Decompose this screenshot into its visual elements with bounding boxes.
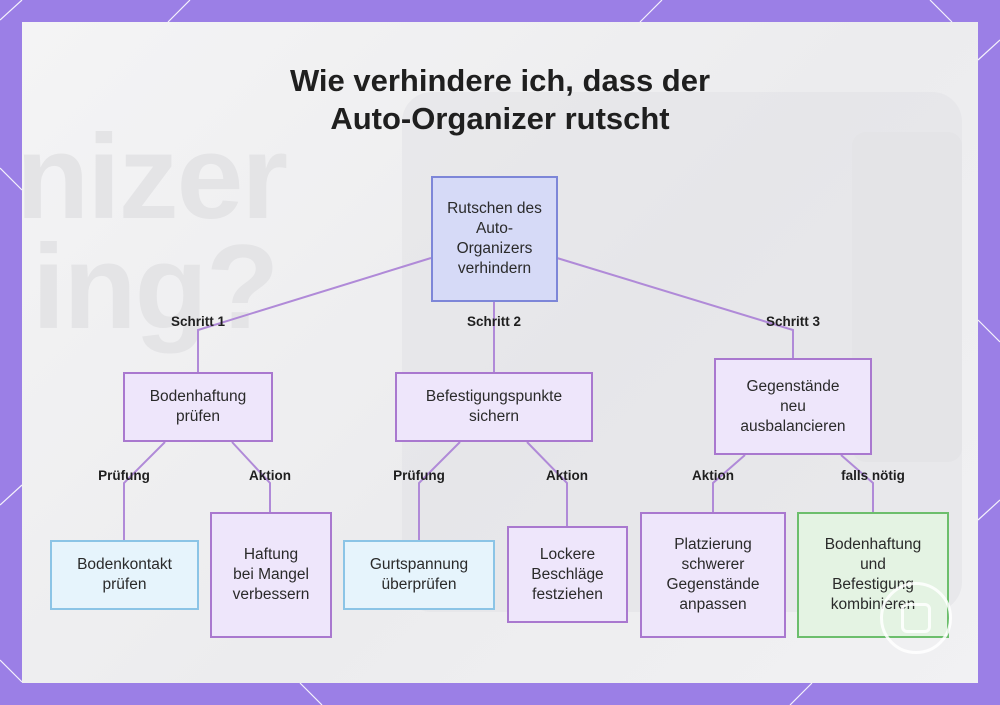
edge-label-step3: Schritt 3 <box>765 314 821 329</box>
edge-step2-leaf3 <box>418 441 461 540</box>
step2-node: Befestigungspunkte sichern <box>395 372 593 442</box>
leaf1-node: Bodenkontakt prüfen <box>50 540 199 610</box>
edge-label-leaf4: Aktion <box>546 468 588 483</box>
edge-root-step3 <box>556 257 794 358</box>
edge-label-leaf6: falls nötig <box>841 468 905 483</box>
edge-step1-leaf2 <box>231 441 271 512</box>
edge-label-step2: Schritt 2 <box>466 314 522 329</box>
title-line-1: Wie verhindere ich, dass der <box>289 63 711 98</box>
edge-label-step1: Schritt 1 <box>170 314 226 329</box>
edge-step2-leaf4 <box>526 441 568 526</box>
leaf2-node: Haftung bei Mangel verbessern <box>210 512 332 638</box>
leaf5-node: Platzierung schwerer Gegenstände anpasse… <box>640 512 786 638</box>
edge-label-leaf3: Prüfung <box>393 468 445 483</box>
edge-step3-leaf5 <box>712 454 746 512</box>
edge-root-step1 <box>197 257 432 372</box>
edge-label-leaf2: Aktion <box>249 468 291 483</box>
edge-label-leaf5: Aktion <box>692 468 734 483</box>
circle-logo-icon <box>880 582 952 654</box>
leaf4-node: Lockere Beschläge festziehen <box>507 526 628 623</box>
diagram-title: Wie verhindere ich, dass der Auto-Organi… <box>0 62 1000 138</box>
background-word-2: ing? <box>32 220 279 354</box>
step1-node: Bodenhaftung prüfen <box>123 372 273 442</box>
leaf3-node: Gurtspannung überprüfen <box>343 540 495 610</box>
root-node: Rutschen des Auto-Organizers verhindern <box>431 176 558 302</box>
background-word-1: nizer <box>22 110 288 244</box>
step3-node: Gegenstände neu ausbalancieren <box>714 358 872 455</box>
title-line-2: Auto-Organizer rutscht <box>330 101 670 136</box>
edge-step1-leaf1 <box>123 441 166 540</box>
edge-label-leaf1: Prüfung <box>98 468 150 483</box>
edge-step3-leaf6 <box>840 454 874 512</box>
